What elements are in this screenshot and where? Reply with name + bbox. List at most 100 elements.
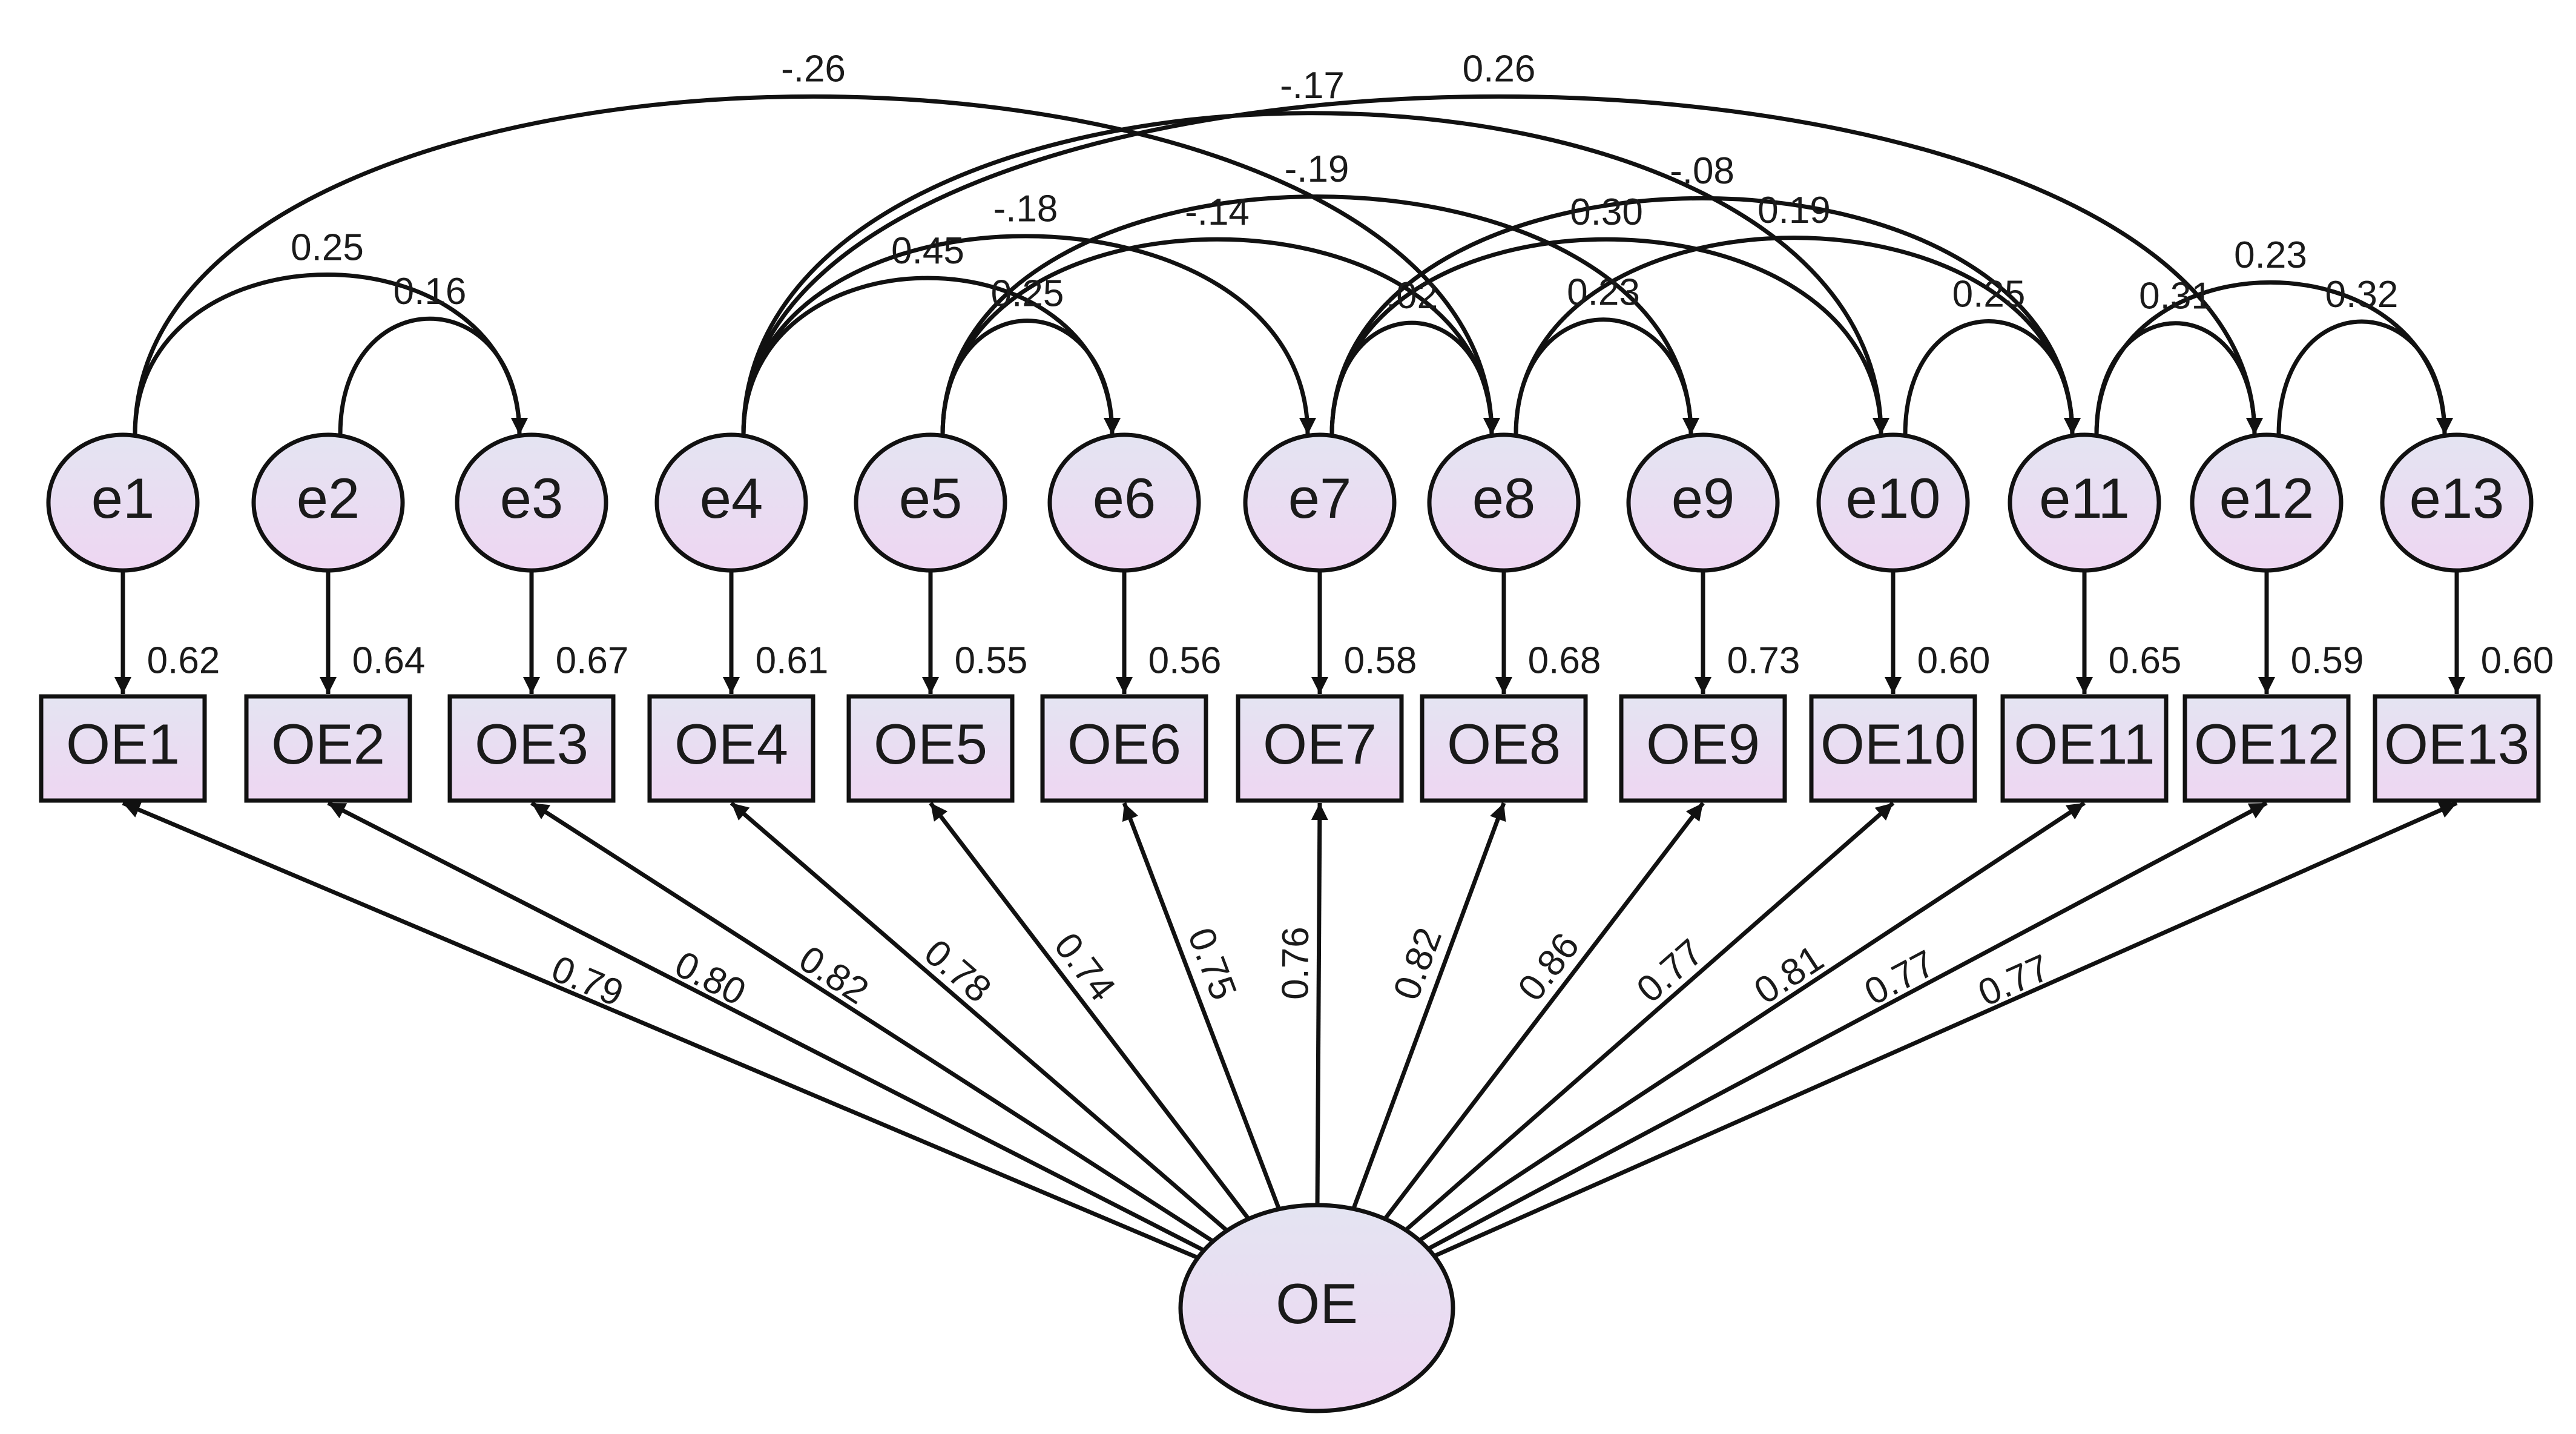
error-label-e1: e1: [91, 466, 155, 530]
loading-path-OE4: [730, 801, 1236, 1239]
indicator-box-OE5: [846, 694, 1015, 803]
indicator-box-OE1: [39, 694, 207, 803]
error-node-e10: e10: [1816, 432, 1970, 573]
indicator-label-OE12: OE12: [2194, 712, 2339, 776]
covariance-label-e11-e13: 0.23: [2234, 234, 2307, 276]
error-path-label-e1: 0.62: [147, 639, 220, 681]
error-label-e2: e2: [297, 466, 360, 530]
error-node-e7: e7: [1243, 432, 1397, 573]
covariance-arc-e7-e10: [1323, 237, 1889, 452]
covariance-arc-e5-e6: [934, 319, 1121, 452]
loading-path-OE9: [1377, 801, 1705, 1227]
loading-label-OE2: 0.80: [668, 943, 753, 1014]
loading-path-OE8: [1348, 802, 1506, 1218]
indicator-label-OE11: OE11: [2014, 712, 2155, 776]
indicator-label-OE10: OE10: [1820, 712, 1966, 776]
indicator-box-OE6: [1040, 694, 1208, 803]
loading-label-OE1: 0.79: [545, 948, 629, 1015]
covariance-label-e5-e6: 0.25: [991, 273, 1064, 315]
error-label-e4: e4: [700, 466, 763, 530]
error-ellipse-e6: [1047, 432, 1201, 573]
indicator-label-OE1: OE1: [66, 712, 180, 776]
covariance-label-e4-e10: -.17: [1280, 65, 1345, 107]
error-ellipse-e10: [1816, 432, 1970, 573]
error-path-label-e3: 0.67: [556, 639, 629, 681]
error-path-label-e5: 0.55: [955, 639, 1028, 681]
indicator-node-OE10: OE10: [1809, 694, 1977, 803]
loading-path-OE1: [122, 801, 1208, 1264]
indicator-node-OE1: OE1: [39, 694, 207, 803]
error-path-label-e7: 0.58: [1344, 639, 1417, 681]
error-path-label-e6: 0.56: [1148, 639, 1222, 681]
error-ellipse-e13: [2380, 432, 2534, 573]
covariance-arc-e12-e13: [2270, 319, 2453, 452]
indicator-node-OE12: OE12: [2182, 694, 2351, 803]
loading-path-OE12: [1418, 801, 2268, 1256]
covariance-arc-e5-e9: [934, 194, 1699, 452]
indicator-box-OE3: [447, 694, 616, 803]
indicator-node-OE4: OE4: [647, 694, 815, 803]
loading-path-OE7: [1311, 802, 1328, 1214]
latent-node-oe: OE: [1178, 1203, 1455, 1413]
error-path-label-e4: 0.61: [756, 639, 829, 681]
error-node-e1: e1: [46, 432, 200, 573]
error-path-label-e8: 0.68: [1528, 639, 1601, 681]
error-path-label-e2: 0.64: [352, 639, 426, 681]
covariance-arc-e4-e12: [734, 94, 2263, 452]
error-node-e11: e11: [2008, 432, 2161, 573]
covariance-label-e2-e3: 0.16: [394, 271, 467, 312]
indicator-box-OE12: [2182, 694, 2351, 803]
latent-label: OE: [1276, 1272, 1358, 1335]
loading-label-OE3: 0.82: [792, 938, 876, 1013]
error-label-e6: e6: [1093, 466, 1156, 530]
covariance-label-e11-e12: 0.31: [2139, 276, 2212, 317]
indicator-label-OE13: OE13: [2384, 712, 2529, 776]
error-node-e4: e4: [654, 432, 808, 573]
error-label-e13: e13: [2410, 466, 2505, 530]
error-node-e13: e13: [2380, 432, 2534, 573]
indicator-node-OE5: OE5: [846, 694, 1015, 803]
indicator-box-OE7: [1236, 694, 1404, 803]
error-node-e6: e6: [1047, 432, 1201, 573]
loading-label-OE11: 0.81: [1747, 937, 1831, 1013]
indicator-node-OE11: OE11: [2000, 694, 2169, 803]
error-ellipse-e3: [455, 432, 608, 573]
error-path-label-e13: 0.60: [2481, 639, 2554, 681]
indicator-box-OE10: [1809, 694, 1977, 803]
error-label-e8: e8: [1472, 466, 1536, 530]
covariance-arc-e2-e3: [331, 316, 528, 452]
covariance-label-e1-e3: 0.25: [291, 226, 364, 268]
covariance-label-e7-e10: 0.30: [1570, 191, 1643, 233]
error-label-e11: e11: [2039, 466, 2130, 530]
indicator-node-OE9: OE9: [1619, 694, 1787, 803]
indicator-box-OE4: [647, 694, 815, 803]
loading-label-OE12: 0.77: [1858, 942, 1942, 1014]
covariance-arc-e1-e8: [126, 94, 1500, 452]
error-node-e3: e3: [455, 432, 608, 573]
indicator-label-OE8: OE8: [1447, 712, 1561, 776]
error-node-e12: e12: [2190, 432, 2344, 573]
indicator-box-OE2: [244, 694, 412, 803]
error-path-label-e11: 0.65: [2109, 639, 2182, 681]
covariance-arc-e4-e7: [734, 234, 1316, 452]
error-ellipse-e8: [1427, 432, 1581, 573]
loading-path-OE2: [327, 801, 1214, 1257]
covariance-label-e10-e11: 0.25: [1952, 273, 2026, 315]
covariance-arc-e7-e11: [1323, 196, 2081, 452]
error-ellipse-e11: [2008, 432, 2161, 573]
covariance-arc-e8-e11: [1507, 236, 2081, 452]
error-label-e7: e7: [1288, 466, 1352, 530]
error-path-label-e10: 0.60: [1917, 639, 1991, 681]
loading-label-OE8: 0.82: [1386, 922, 1451, 1005]
indicator-box-OE8: [1420, 694, 1588, 803]
covariance-arc-e5-e8: [934, 237, 1500, 452]
indicator-node-OE8: OE8: [1420, 694, 1588, 803]
covariance-arc-e8-e9: [1507, 317, 1699, 452]
error-node-e9: e9: [1626, 432, 1780, 573]
indicator-label-OE4: OE4: [674, 712, 788, 776]
loading-path-OE3: [530, 801, 1223, 1249]
error-node-e2: e2: [251, 432, 405, 573]
error-path-label-e9: 0.73: [1727, 639, 1800, 681]
error-label-e3: e3: [500, 466, 564, 530]
